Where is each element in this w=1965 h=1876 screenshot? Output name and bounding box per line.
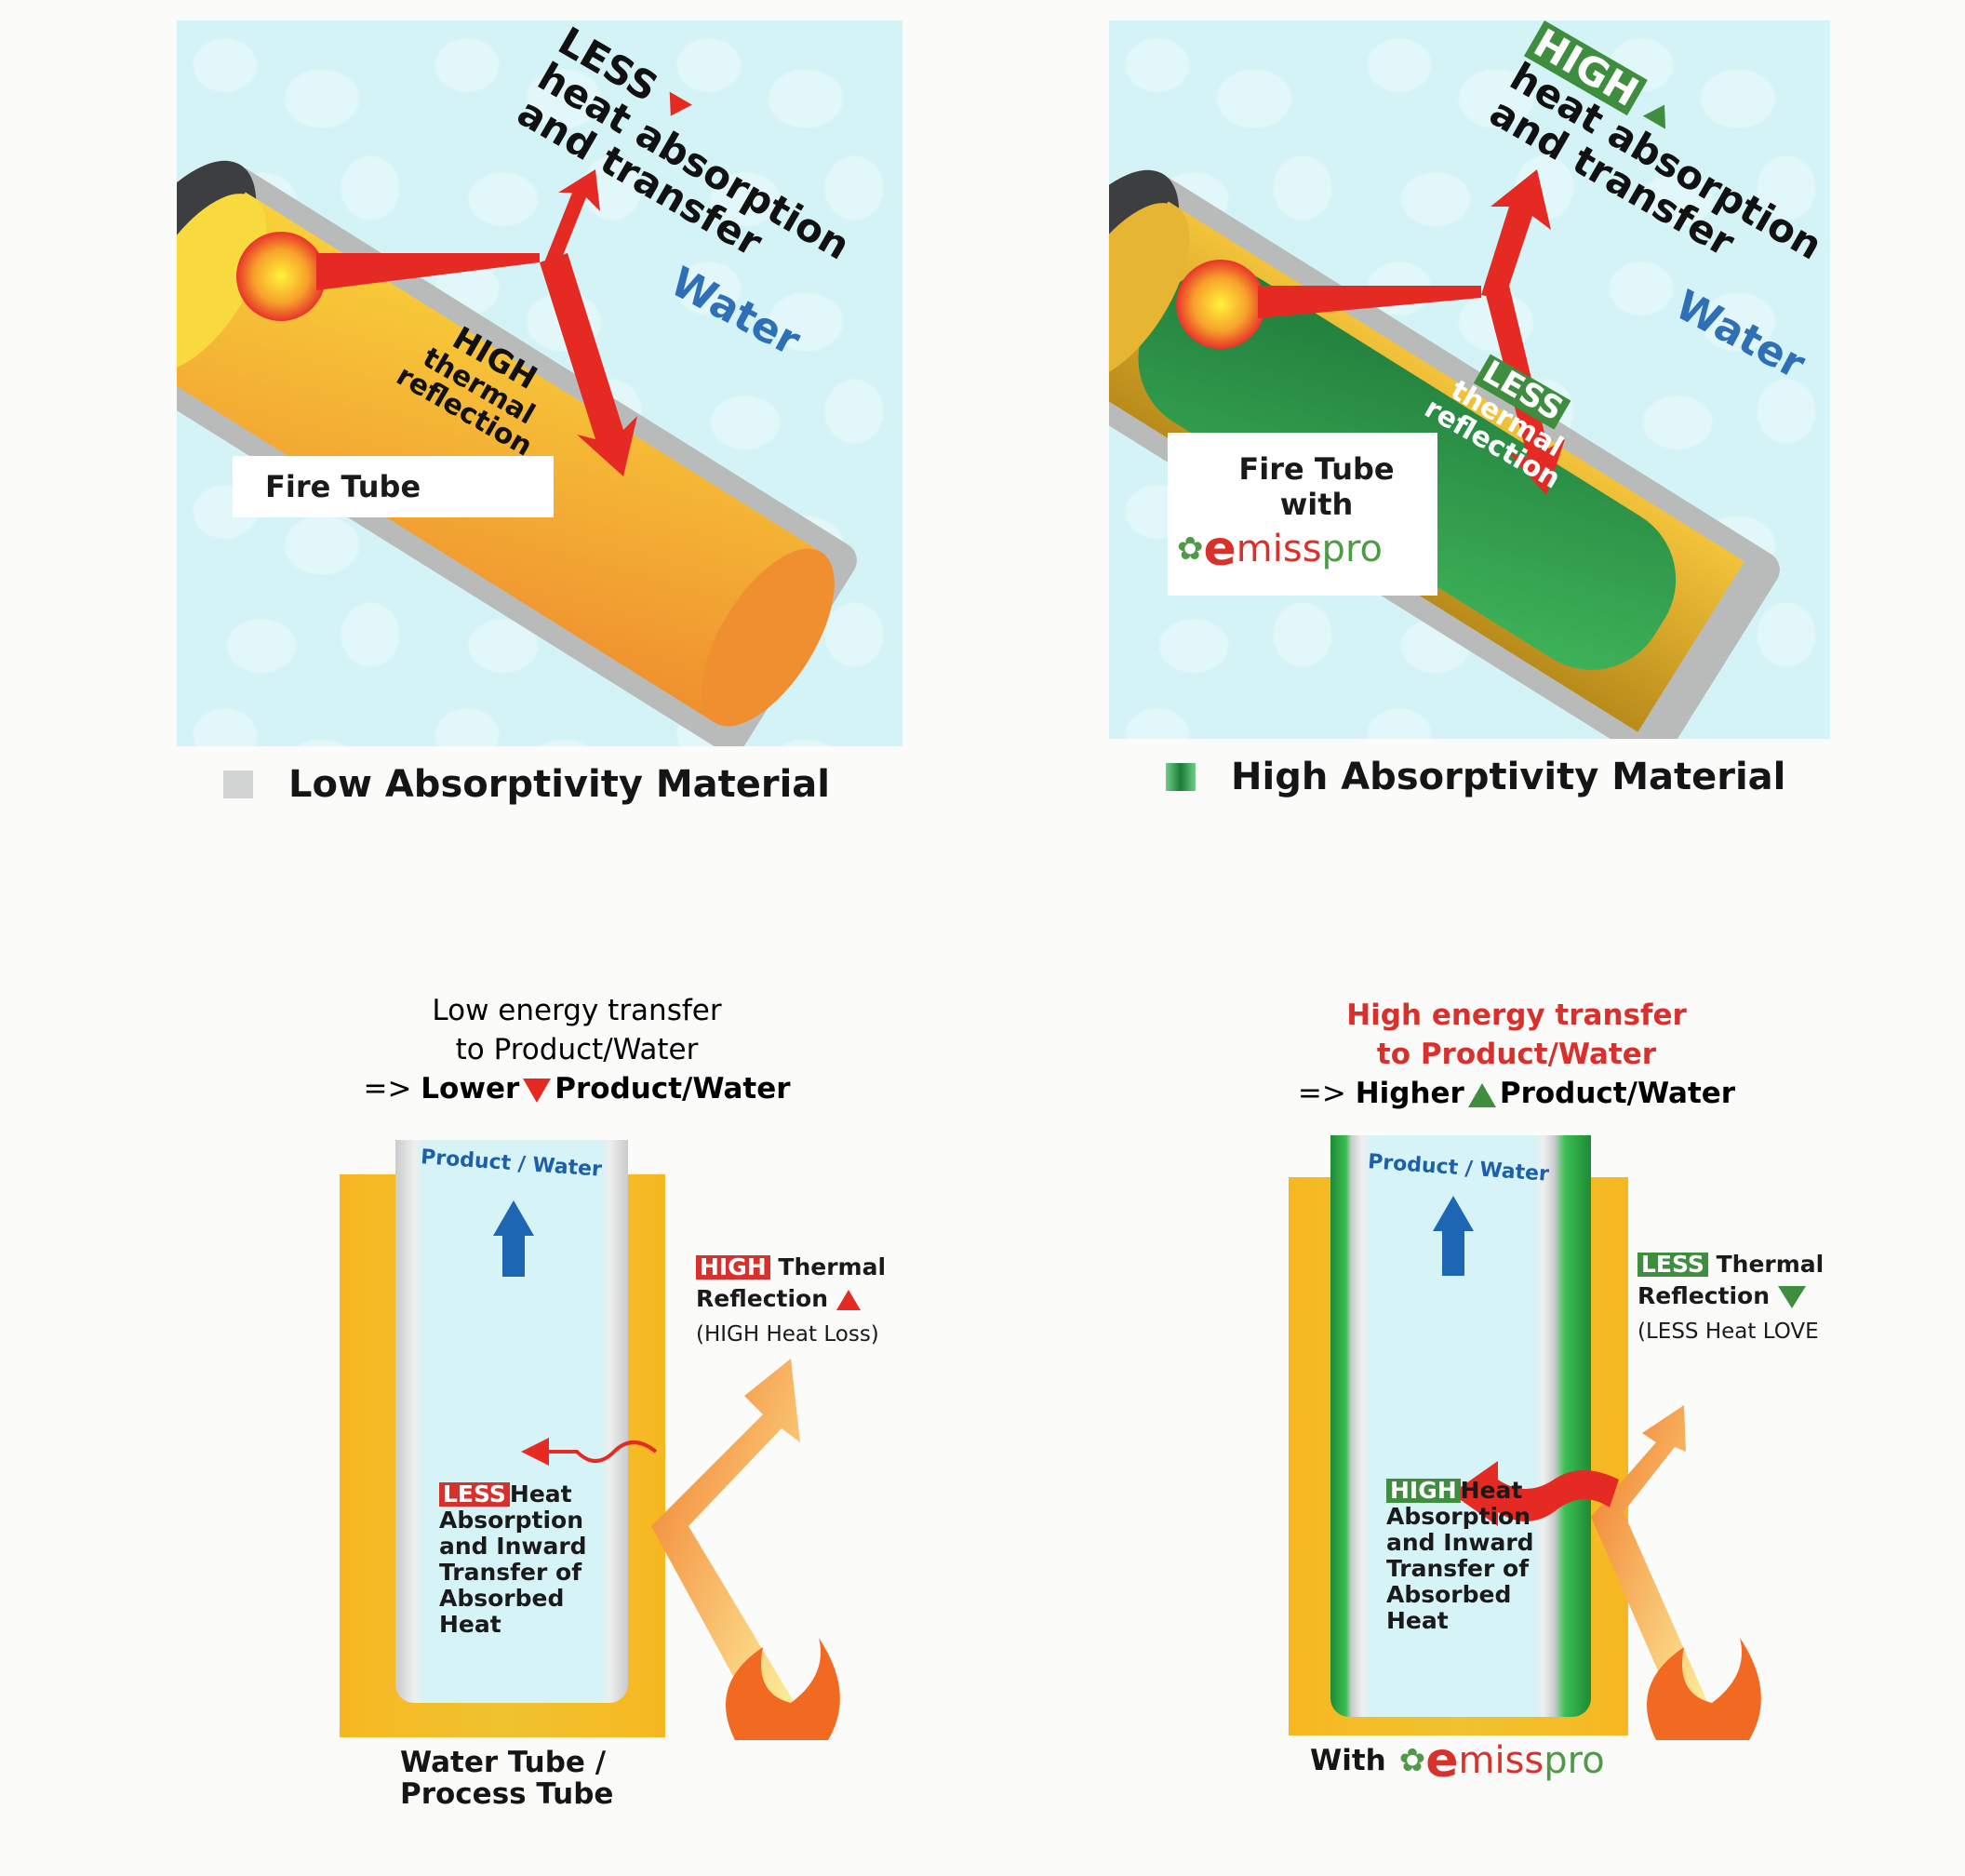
less-thermal-reflection-label: LESS Thermal Reflection (LESS Heat LOVE — [1638, 1251, 1825, 1344]
flame-icon — [236, 232, 326, 321]
absorption-arrow — [544, 169, 600, 267]
legend-low-absorptivity: Low Absorptivity Material — [223, 763, 830, 806]
high-thermal-reflection-label: HIGH Thermal Reflection (HIGH Heat Loss) — [696, 1253, 887, 1347]
product-flow-up-arrow-shaft — [502, 1234, 525, 1277]
product-flow-up-arrow-shaft — [1442, 1229, 1464, 1276]
heat-arrows-right — [1451, 1405, 1761, 1740]
high-energy-heading: High energy transfer to Product/Water =>… — [1297, 998, 1736, 1110]
fire-tube-with-emisspro-label: Fire Tube with — [1168, 433, 1437, 596]
heat-path-arrow — [1258, 286, 1481, 318]
reflected-heat-arrow — [651, 1359, 800, 1731]
strong-inward-arrow — [1451, 1461, 1619, 1526]
flame-icon — [1647, 1638, 1761, 1740]
product-flow-up-arrow-icon — [493, 1200, 534, 1236]
heat-arrows-left — [521, 1359, 840, 1740]
triangle-down-icon — [523, 1078, 552, 1103]
product-flow-up-arrow-icon — [1433, 1196, 1474, 1231]
leaf-icon: ✿ — [1398, 1742, 1426, 1779]
legend-swatch-green — [1166, 763, 1196, 791]
flame-icon — [726, 1638, 840, 1740]
low-energy-heading: Low energy transfer to Product/Water => … — [363, 994, 791, 1106]
triangle-up-icon — [835, 1290, 861, 1310]
flame-icon — [1176, 260, 1265, 349]
water-tube-caption: Water Tube / Process Tube — [400, 1746, 614, 1811]
triangle-down-icon — [1777, 1286, 1806, 1308]
leaf-icon: ✿ — [1177, 530, 1204, 568]
legend-swatch-grey — [223, 770, 253, 798]
fire-tube-label: Fire Tube — [233, 456, 554, 517]
weak-inward-arrow — [540, 1440, 658, 1463]
heat-path-arrow — [316, 253, 540, 290]
reflected-heat-arrow — [1591, 1405, 1712, 1731]
reflection-arrow — [540, 253, 637, 476]
triangle-up-icon — [1467, 1082, 1496, 1107]
legend-high-absorptivity: High Absorptivity Material — [1166, 756, 1785, 798]
absorption-arrow — [1481, 169, 1551, 300]
